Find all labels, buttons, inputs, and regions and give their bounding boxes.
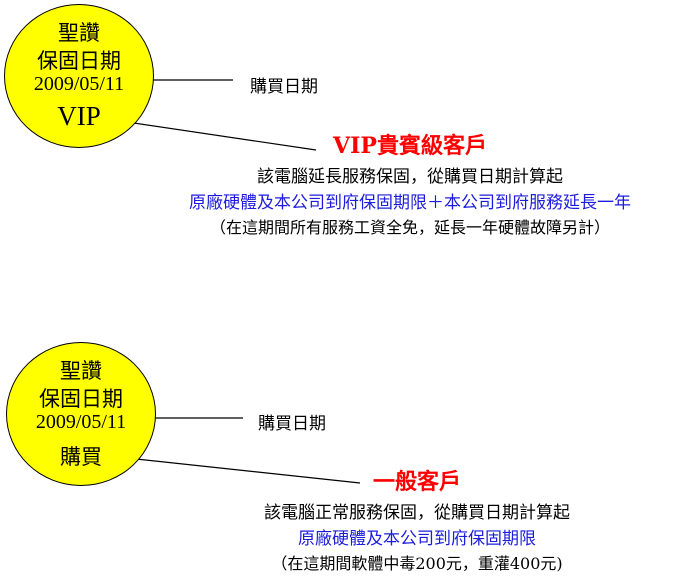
general-note: （在這期間軟體中毒200元，重灌400元) (271, 554, 563, 573)
badge-tag: 購買 (60, 445, 102, 469)
badge-date: 2009/05/11 (35, 411, 127, 433)
vip-coverage: 原廠硬體及本公司到府保固期限＋本公司到府服務延長一年 (189, 193, 631, 213)
general-tag-arrow (107, 451, 361, 484)
vip-note: （在這期間所有服務工資全免，延長一年硬體故障另計） (209, 218, 611, 237)
badge-heading: 保固日期 (37, 49, 121, 73)
vip-title: VIP貴賓級客戶 (333, 133, 487, 159)
vip-description: 該電腦延長服務保固，從購買日期計算起 (257, 167, 563, 187)
general-coverage: 原廠硬體及本公司到府保固期限 (298, 529, 536, 549)
general-warranty-badge: 聖讚 保固日期 2009/05/11 購買 (6, 342, 156, 486)
badge-brand: 聖讚 (58, 21, 100, 45)
badge-heading: 保固日期 (39, 387, 123, 411)
general-purchase-date-label: 購買日期 (258, 414, 326, 434)
badge-tag: VIP (57, 101, 101, 131)
badge-date: 2009/05/11 (33, 73, 125, 95)
vip-purchase-date-label: 購買日期 (250, 77, 318, 97)
vip-tag-arrow (99, 113, 317, 151)
general-title: 一般客戶 (372, 469, 462, 495)
badge-brand: 聖讚 (60, 359, 102, 383)
vip-warranty-badge: 聖讚 保固日期 2009/05/11 VIP (4, 4, 154, 148)
general-description: 該電腦正常服務保固，從購買日期計算起 (264, 503, 570, 523)
